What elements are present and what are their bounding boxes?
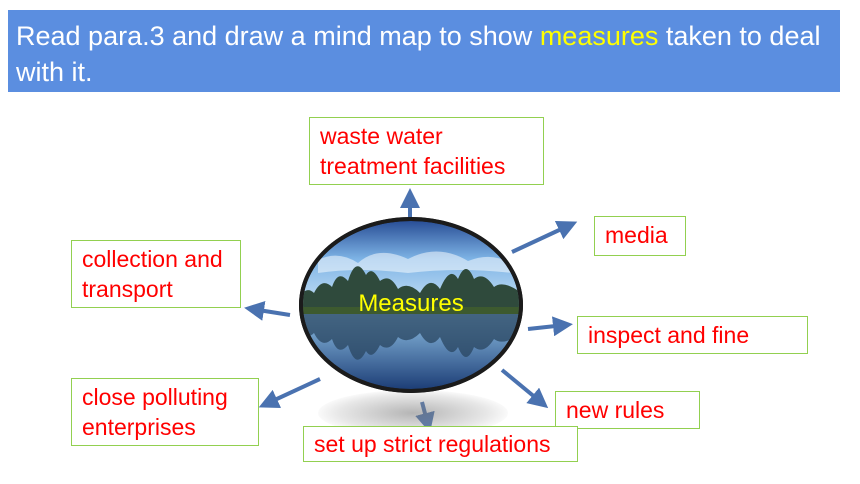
node-media: media [594, 216, 686, 256]
node-media-label: media [605, 222, 668, 248]
node-inspect-label: inspect and fine [588, 322, 750, 348]
node-inspect: inspect and fine [577, 316, 808, 354]
node-new-rules-label: new rules [566, 397, 665, 423]
banner-highlight: measures [539, 21, 659, 51]
node-close-line1: close polluting [82, 384, 228, 410]
node-waste-water-line2: treatment facilities [320, 153, 506, 179]
landscape-image [299, 217, 523, 393]
node-new-rules: new rules [555, 391, 700, 429]
node-waste-water-line1: waste water [320, 123, 443, 149]
node-close-line2: enterprises [82, 414, 196, 440]
arrow-to-media [511, 220, 578, 254]
node-collection: collection and transport [71, 240, 241, 308]
node-waste-water: waste water treatment facilities [309, 117, 544, 185]
node-strict-regulations-label: set up strict regulations [314, 431, 551, 457]
node-close-polluting: close polluting enterprises [71, 378, 259, 446]
arrow-to-new-rules [500, 368, 549, 409]
node-strict-regulations: set up strict regulations [303, 426, 578, 462]
arrow-to-collection [244, 300, 291, 321]
center-node: Measures [298, 215, 524, 395]
arrow-to-inspect [527, 316, 573, 337]
instruction-banner: Read para.3 and draw a mind map to show … [8, 10, 840, 92]
banner-text-end: taken to deal with it. [16, 21, 821, 87]
node-collection-line2: transport [82, 276, 173, 302]
arrow-to-close [258, 377, 321, 409]
banner-text-start: Read para.3 and draw a mind map to show [16, 21, 540, 51]
center-label: Measures [358, 290, 464, 317]
node-collection-line1: collection and [82, 246, 223, 272]
